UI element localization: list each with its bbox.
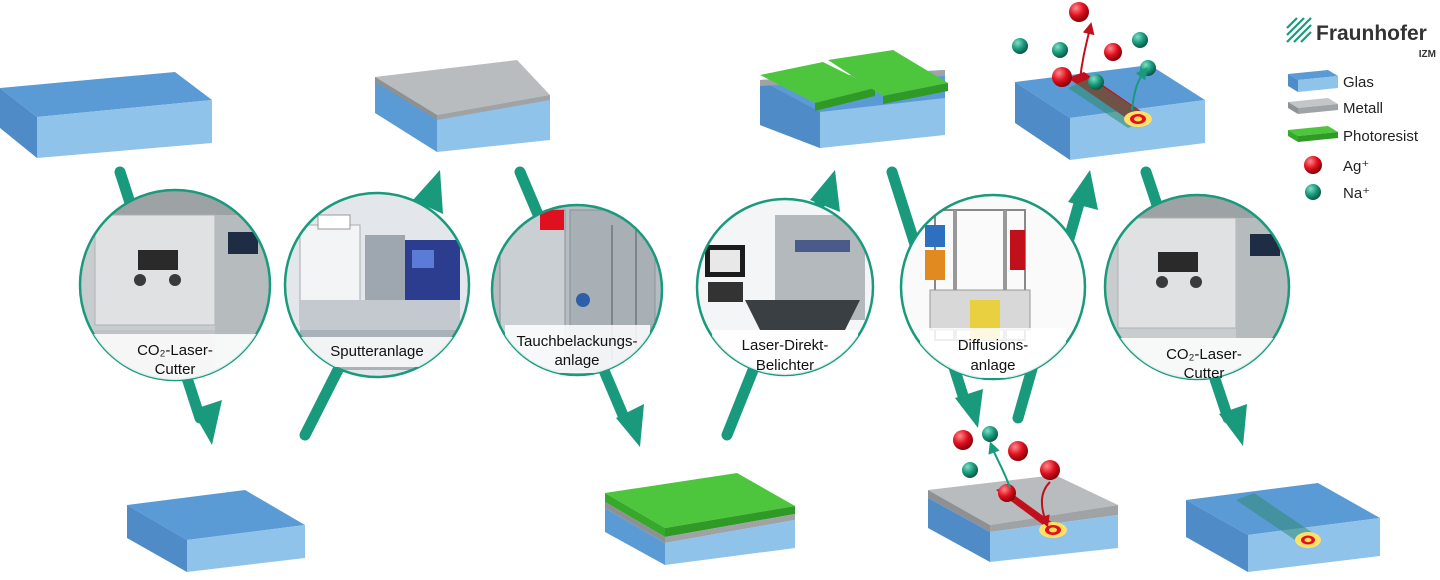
machine-label-line1: Laser-Direkt- [742, 337, 829, 354]
na-ion [982, 426, 998, 442]
machine-label-line2: Cutter [1184, 365, 1225, 382]
machine-label-line2: Cutter [155, 361, 196, 378]
na-ion [1052, 42, 1068, 58]
sample-glass-raw [0, 72, 212, 158]
machine-label-line1: Tauchbelackungs- [517, 333, 638, 350]
machine-label-line1: Diffusions- [958, 337, 1029, 354]
sample-ion-exchange [1015, 65, 1205, 160]
legend: Glas Metall Photoresist Ag⁺ [1288, 70, 1419, 202]
legend-item-metall: Metall [1288, 98, 1383, 117]
ag-ion [1052, 67, 1072, 87]
na-ion [962, 462, 978, 478]
sample-diffusion [928, 475, 1118, 562]
machine-m3: Tauchbelackungs- anlage [490, 203, 664, 377]
machine-m4: Laser-Direkt- Belichter [695, 197, 875, 377]
na-ion [1088, 74, 1104, 90]
ag-ion [1069, 2, 1089, 22]
legend-label: Metall [1343, 100, 1383, 117]
ag-ion [1040, 460, 1060, 480]
fraunhofer-logo: Fraunhofer IZM [1286, 17, 1436, 60]
sample-glass-metal [375, 60, 550, 152]
machine-label-line2: Belichter [756, 357, 814, 374]
ions-bottom [953, 426, 1060, 528]
machine-label-line2: anlage [554, 352, 599, 369]
sample-glass-cut [127, 490, 305, 572]
silver-ion-icon [1304, 156, 1322, 174]
machine-m6: CO₂-Laser- Cutter [1103, 193, 1291, 382]
legend-item-na: Na⁺ [1305, 184, 1370, 202]
ag-ion [1104, 43, 1122, 61]
machine-label-line1: Sputteranlage [330, 343, 423, 360]
machine-m1: CO₂-Laser- Cutter [78, 188, 272, 382]
legend-item-ag: Ag⁺ [1304, 156, 1369, 175]
brand-unit: IZM [1419, 49, 1436, 60]
na-ion [1132, 32, 1148, 48]
ag-ion [1008, 441, 1028, 461]
machine-label-line1: CO₂-Laser- [1166, 346, 1242, 363]
sodium-ion-icon [1305, 184, 1321, 200]
machine-m2: Sputteranlage [283, 191, 471, 379]
glass-slab-icon [1288, 70, 1338, 92]
legend-label: Glas [1343, 74, 1374, 91]
ions-top-right [1012, 2, 1156, 111]
sample-glass-metal-resist [605, 473, 795, 565]
machine-label-line2: anlage [970, 357, 1015, 374]
legend-item-photoresist: Photoresist [1288, 126, 1419, 145]
brand-name: Fraunhofer [1316, 22, 1427, 45]
fraunhofer-logo-icon [1286, 17, 1312, 43]
legend-item-glas: Glas [1288, 70, 1374, 92]
na-ion [1012, 38, 1028, 54]
photoresist-layer-icon [1288, 126, 1338, 142]
legend-label: Na⁺ [1343, 185, 1370, 202]
sample-glass-metal-resist-patterned [760, 50, 948, 148]
sputter-system-photo [285, 193, 469, 377]
machine-label-line1: CO₂-Laser- [137, 342, 213, 359]
metal-layer-icon [1288, 98, 1338, 114]
legend-label: Ag⁺ [1343, 158, 1369, 175]
ag-ion [998, 484, 1016, 502]
machine-m5: Diffusions- anlage [899, 193, 1087, 381]
ag-ion [953, 430, 973, 450]
legend-label: Photoresist [1343, 128, 1419, 145]
sample-final [1186, 483, 1380, 572]
